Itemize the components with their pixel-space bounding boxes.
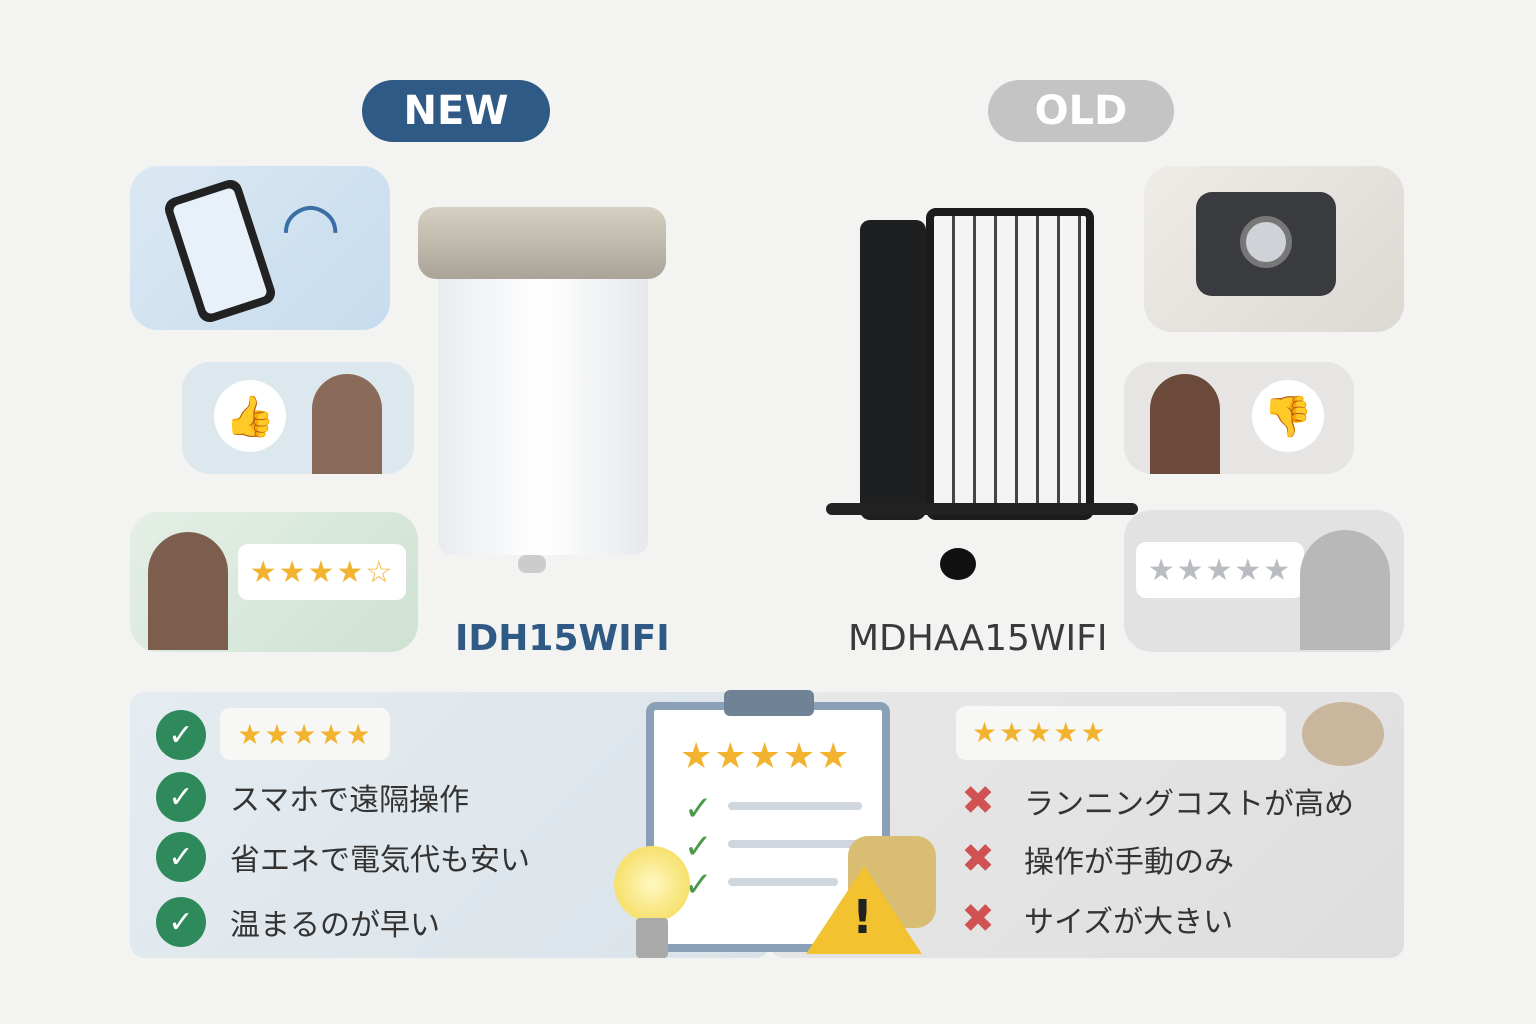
control-unit-icon xyxy=(1196,192,1336,296)
warning-exclamation: ! xyxy=(852,890,873,944)
con-text: サイズが大きい xyxy=(1024,905,1234,940)
check-icon: ✓ xyxy=(156,897,206,947)
thumbs-down-icon: 👎 xyxy=(1252,380,1324,452)
con-text: 操作が手動のみ xyxy=(1024,845,1234,880)
cross-icon: ✖ xyxy=(961,896,995,942)
summary-stars: ★★★★★ xyxy=(972,716,1108,749)
woman-avatar xyxy=(148,532,228,650)
new-badge: NEW xyxy=(362,80,550,142)
check-icon: ✓ xyxy=(156,772,206,822)
thumbs-up-icon: 👍 xyxy=(214,380,286,452)
check-icon: ✓ xyxy=(156,710,206,760)
pro-item: ✓ 温まるのが早い xyxy=(156,897,440,947)
check-icon: ✓ xyxy=(156,832,206,882)
controller-bubble xyxy=(1144,166,1404,332)
cross-icon: ✖ xyxy=(961,778,995,824)
summary-stars-box: ★★★★★ xyxy=(956,706,1286,760)
pro-text: 温まるのが早い xyxy=(230,908,440,943)
woman-avatar xyxy=(312,374,382,474)
wifi-icon: ◠ xyxy=(280,186,342,268)
pro-text: 省エネで電気代も安い xyxy=(230,843,530,878)
con-item: ✖ 操作が手動のみ xyxy=(956,836,1234,882)
review-bubble-old: ★★★★★ xyxy=(1124,510,1404,652)
con-text: ランニングコストが高め xyxy=(1024,787,1354,822)
smartphone-icon xyxy=(161,176,279,326)
pro-item: ✓ 省エネで電気代も安い xyxy=(156,832,530,882)
old-badge: OLD xyxy=(988,80,1174,142)
summary-stars: ★★★★★ xyxy=(220,708,390,760)
review-bubble-new: ★★★★☆ xyxy=(130,512,418,652)
pro-item: ✓ スマホで遠隔操作 xyxy=(156,772,469,822)
clipboard-stars: ★★★★★ xyxy=(680,736,852,777)
lightbulb-icon xyxy=(614,846,690,922)
coin-bag-icon xyxy=(1302,702,1384,766)
con-item: ✖ サイズが大きい xyxy=(956,896,1233,942)
new-heater-image xyxy=(418,195,666,573)
old-heater-image xyxy=(826,198,1138,584)
old-model-name: MDHAA15WIFI xyxy=(848,618,1108,659)
new-model-name: IDH15WIFI xyxy=(455,618,670,659)
review-stars: ★★★★★ xyxy=(1136,542,1304,598)
review-stars: ★★★★☆ xyxy=(238,544,406,600)
thumbs-down-bubble: 👎 xyxy=(1124,362,1354,474)
pro-text: スマホで遠隔操作 xyxy=(230,783,470,818)
thumbs-up-bubble: 👍 xyxy=(182,362,414,474)
woman-avatar xyxy=(1150,374,1220,474)
elderly-man-avatar xyxy=(1300,530,1390,650)
lightbulb-base xyxy=(636,918,668,958)
con-item: ✖ ランニングコストが高め xyxy=(956,778,1354,824)
cross-icon: ✖ xyxy=(961,836,995,882)
smartphone-wifi-bubble: ◠ xyxy=(130,166,390,330)
warning-icon xyxy=(806,866,922,954)
